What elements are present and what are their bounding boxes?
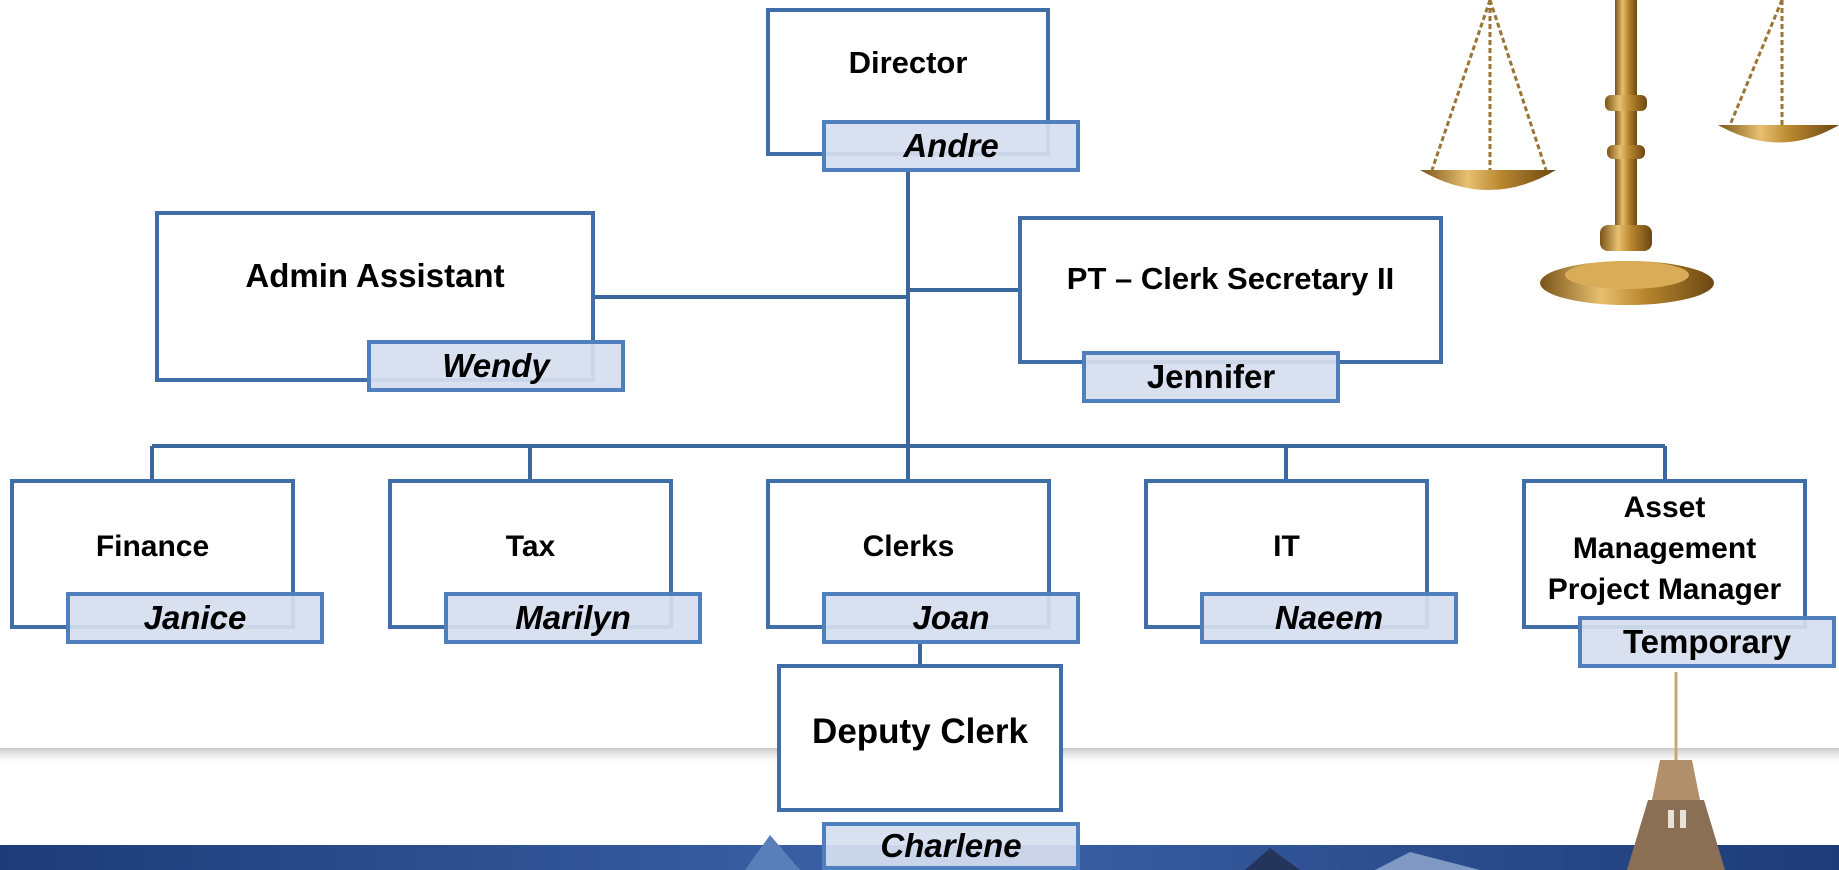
deputy-clerk-box: Deputy Clerk (777, 664, 1063, 812)
asset-management-title-line-3: Project Manager (1547, 573, 1782, 606)
admin-assistant-name: Wendy (442, 347, 550, 384)
deputy-clerk-name-tag: Charlene (822, 822, 1080, 870)
pt-clerk-secretary-title: PT – Clerk Secretary II (1066, 261, 1395, 297)
asset-management-title-line-2: Management (1572, 532, 1757, 565)
tax-name-tag: Marilyn (444, 592, 702, 644)
director-name: Andre (903, 127, 999, 164)
tax-title: Tax (505, 530, 556, 563)
clerks-title: Clerks (862, 530, 955, 563)
deputy-clerk-name: Charlene (880, 827, 1022, 864)
it-title: IT (1273, 530, 1300, 563)
finance-title: Finance (95, 530, 210, 563)
clerks-name: Joan (912, 599, 990, 636)
finance-name: Janice (143, 599, 247, 636)
director-title: Director (848, 45, 968, 81)
admin-assistant-name-tag: Wendy (367, 340, 625, 392)
pt-clerk-secretary-box: PT – Clerk Secretary II (1018, 216, 1443, 364)
clerks-name-tag: Joan (822, 592, 1080, 644)
asset-management-name-tag: Temporary (1578, 616, 1836, 668)
pt-clerk-secretary-name-tag: Jennifer (1082, 351, 1340, 403)
tax-name: Marilyn (515, 599, 631, 636)
it-name: Naeem (1274, 599, 1384, 636)
asset-management-box: Asset Management Project Manager (1522, 479, 1807, 629)
admin-assistant-title: Admin Assistant (245, 256, 505, 294)
director-name-tag: Andre (822, 120, 1080, 172)
finance-name-tag: Janice (66, 592, 324, 644)
deputy-clerk-title: Deputy Clerk (812, 712, 1028, 751)
asset-management-title-line-1: Asset (1623, 491, 1706, 524)
pt-clerk-secretary-name: Jennifer (1146, 358, 1276, 395)
asset-management-name: Temporary (1622, 623, 1792, 660)
scales-of-justice-image (1420, 0, 1839, 305)
it-name-tag: Naeem (1200, 592, 1458, 644)
